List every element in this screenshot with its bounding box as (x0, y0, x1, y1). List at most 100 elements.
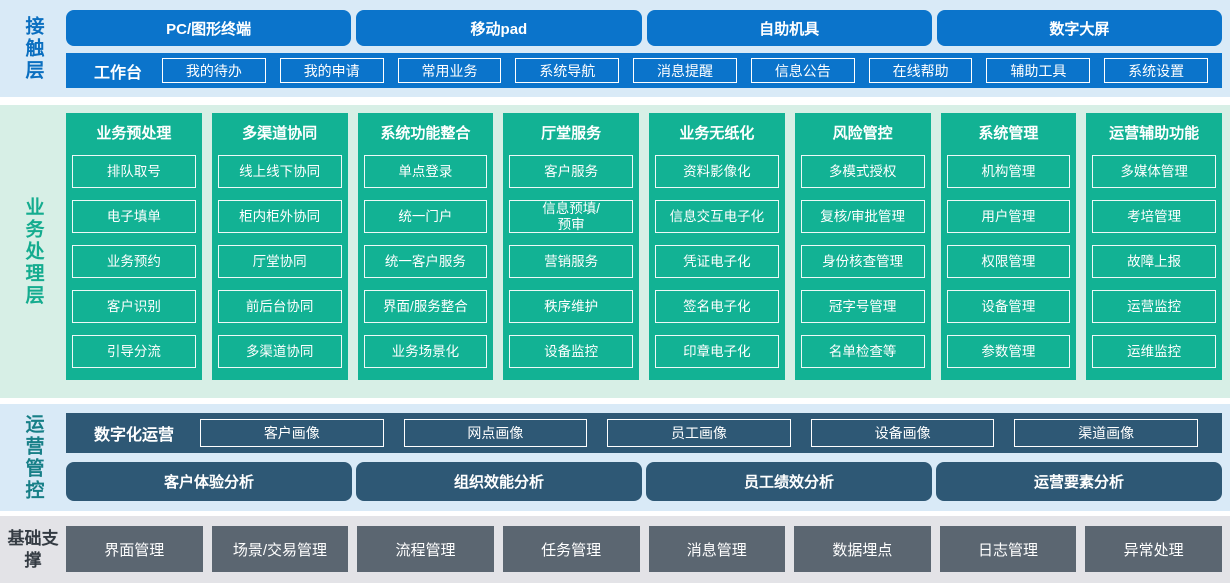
diagram-box: 设备监控 (509, 335, 633, 368)
workbench-item-info-announcement: 信息公告 (750, 58, 855, 83)
terminal-self-service: 自助机具 (646, 10, 932, 46)
touch-layer-content: PC/图形终端 移动pad 自助机具 数字大屏 工作台 我的待办 我的申请 常用… (66, 0, 1230, 97)
operations-layer-label-col: 运营管控 (0, 404, 66, 511)
diagram-box: 考培管理 (1092, 200, 1216, 233)
diagram-box: 客户服务 (509, 155, 633, 188)
touch-layer-label: 接触层 (22, 15, 44, 82)
diagram-box: 凭证电子化 (655, 245, 779, 278)
analysis-row: 客户体验分析 组织效能分析 员工绩效分析 运营要素分析 (66, 462, 1222, 501)
workbench-item-my-todo: 我的待办 (162, 58, 266, 83)
foundation-layer-label-col: 基础支撑 (0, 516, 66, 583)
foundation-layer-label: 基础支撑 (7, 529, 59, 570)
foundation-message-management: 消息管理 (648, 526, 786, 572)
diagram-box: 电子填单 (72, 200, 196, 233)
column-title: 业务预处理 (96, 125, 172, 142)
column-title: 系统功能整合 (380, 125, 471, 142)
diagram-box: 身份核查管理 (800, 245, 925, 278)
diagram-box: 名单检查等 (800, 335, 925, 368)
diagram-box: 信息交互电子化 (655, 200, 779, 233)
touch-layer-band: 接触层 PC/图形终端 移动pad 自助机具 数字大屏 工作台 我的待办 我的申… (0, 0, 1230, 97)
diagram-box: 统一客户服务 (363, 245, 488, 278)
diagram-box: 业务场景化 (363, 335, 488, 368)
profile-device: 设备画像 (810, 419, 995, 447)
workbench-bar: 工作台 我的待办 我的申请 常用业务 系统导航 消息提醒 信息公告 在线帮助 辅… (66, 53, 1222, 88)
workbench-item-message-reminder: 消息提醒 (633, 58, 737, 83)
analysis-customer-experience: 客户体验分析 (66, 462, 352, 501)
foundation-layer-band: 基础支撑 界面管理 场景/交易管理 流程管理 任务管理 消息管理 数据埋点 日志… (0, 516, 1230, 583)
business-layer-content: 业务预处理 排队取号 电子填单 业务预约 客户识别 引导分流 多渠道协同 线上线… (66, 105, 1230, 398)
diagram-box: 秩序维护 (509, 290, 633, 323)
column-title: 系统管理 (978, 125, 1039, 142)
diagram-box: 排队取号 (72, 155, 196, 188)
foundation-scenario-transaction-management: 场景/交易管理 (211, 526, 349, 572)
operations-layer-band: 运营管控 数字化运营 客户画像 网点画像 员工画像 设备画像 渠道画像 客户体验… (0, 404, 1230, 511)
diagram-box: 复核/审批管理 (800, 200, 925, 233)
business-layer-label-col: 业务处理层 (0, 105, 66, 398)
foundation-layer-content: 界面管理 场景/交易管理 流程管理 任务管理 消息管理 数据埋点 日志管理 异常… (66, 516, 1230, 583)
foundation-log-management: 日志管理 (939, 526, 1077, 572)
diagram-box: 用户管理 (946, 200, 1071, 233)
analysis-operational-elements: 运营要素分析 (936, 462, 1222, 501)
column-lobby-services: 厅堂服务 客户服务 信息预填/ 预审 营销服务 秩序维护 设备监控 (503, 113, 639, 380)
digital-operations-title: 数字化运营 (94, 427, 175, 444)
terminal-digital-screen: 数字大屏 (936, 10, 1222, 46)
workbench-item-system-navigation: 系统导航 (515, 58, 620, 83)
workbench-item-system-settings: 系统设置 (1104, 58, 1209, 83)
column-title: 业务无纸化 (679, 125, 755, 142)
column-business-preprocessing: 业务预处理 排队取号 电子填单 业务预约 客户识别 引导分流 (66, 113, 202, 380)
diagram-box: 故障上报 (1092, 245, 1216, 278)
column-paperless-business: 业务无纸化 资料影像化 信息交互电子化 凭证电子化 签名电子化 印章电子化 (649, 113, 785, 380)
terminal-row: PC/图形终端 移动pad 自助机具 数字大屏 (66, 10, 1222, 46)
diagram-box: 多渠道协同 (217, 335, 342, 368)
foundation-task-management: 任务管理 (502, 526, 640, 572)
column-operation-auxiliary-functions: 运营辅助功能 多媒体管理 考培管理 故障上报 运营监控 运维监控 (1086, 113, 1222, 380)
column-title: 风险管控 (832, 125, 893, 142)
diagram-box: 信息预填/ 预审 (509, 200, 633, 233)
foundation-row: 界面管理 场景/交易管理 流程管理 任务管理 消息管理 数据埋点 日志管理 异常… (66, 526, 1222, 572)
diagram-box: 签名电子化 (655, 290, 779, 323)
workbench-items: 我的待办 我的申请 常用业务 系统导航 消息提醒 信息公告 在线帮助 辅助工具 … (162, 58, 1209, 83)
diagram-box: 柜内柜外协同 (217, 200, 342, 233)
column-system-management: 系统管理 机构管理 用户管理 权限管理 设备管理 参数管理 (940, 113, 1077, 380)
operations-layer-content: 数字化运营 客户画像 网点画像 员工画像 设备画像 渠道画像 客户体验分析 组织… (66, 404, 1230, 511)
diagram-box: 参数管理 (946, 335, 1071, 368)
touch-layer-label-col: 接触层 (0, 0, 66, 97)
workbench-item-online-help: 在线帮助 (868, 58, 973, 83)
foundation-exception-handling: 异常处理 (1085, 526, 1222, 572)
analysis-organizational-efficiency: 组织效能分析 (356, 462, 642, 501)
diagram-box: 冠字号管理 (800, 290, 925, 323)
foundation-process-management: 流程管理 (357, 526, 494, 572)
column-title: 运营辅助功能 (1109, 125, 1200, 142)
business-layer-label: 业务处理层 (22, 196, 44, 307)
diagram-box: 权限管理 (946, 245, 1071, 278)
diagram-box: 业务预约 (72, 245, 196, 278)
column-title: 多渠道协同 (242, 125, 318, 142)
diagram-box: 印章电子化 (655, 335, 779, 368)
diagram-box: 引导分流 (72, 335, 196, 368)
diagram-box: 客户识别 (72, 290, 196, 323)
workbench-item-common-business: 常用业务 (397, 58, 502, 83)
diagram-box: 设备管理 (946, 290, 1071, 323)
diagram-box: 机构管理 (946, 155, 1071, 188)
column-system-function-integration: 系统功能整合 单点登录 统一门户 统一客户服务 界面/服务整合 业务场景化 (357, 113, 494, 380)
column-risk-management: 风险管控 多模式授权 复核/审批管理 身份核查管理 冠字号管理 名单检查等 (794, 113, 931, 380)
diagram-box: 资料影像化 (655, 155, 779, 188)
workbench-item-auxiliary-tools: 辅助工具 (986, 58, 1091, 83)
diagram-box: 运营监控 (1092, 290, 1216, 323)
diagram-box: 统一门户 (363, 200, 488, 233)
foundation-data-tracking: 数据埋点 (794, 526, 931, 572)
diagram-box: 线上线下协同 (217, 155, 342, 188)
workbench-title: 工作台 (94, 64, 143, 82)
digital-operations-items: 客户画像 网点画像 员工画像 设备画像 渠道画像 (200, 419, 1198, 447)
business-columns: 业务预处理 排队取号 电子填单 业务预约 客户识别 引导分流 多渠道协同 线上线… (66, 105, 1222, 380)
business-layer-band: 业务处理层 业务预处理 排队取号 电子填单 业务预约 客户识别 引导分流 多渠道… (0, 105, 1230, 398)
diagram-box: 多媒体管理 (1092, 155, 1216, 188)
operations-layer-label: 运营管控 (22, 413, 44, 502)
column-multichannel-collaboration: 多渠道协同 线上线下协同 柜内柜外协同 厅堂协同 前后台协同 多渠道协同 (211, 113, 348, 380)
workbench-item-my-applications: 我的申请 (279, 58, 384, 83)
foundation-interface-management: 界面管理 (66, 526, 203, 572)
digital-operations-bar: 数字化运营 客户画像 网点画像 员工画像 设备画像 渠道画像 (66, 413, 1222, 453)
analysis-employee-performance: 员工绩效分析 (646, 462, 932, 501)
terminal-mobile-pad: 移动pad (356, 10, 642, 46)
